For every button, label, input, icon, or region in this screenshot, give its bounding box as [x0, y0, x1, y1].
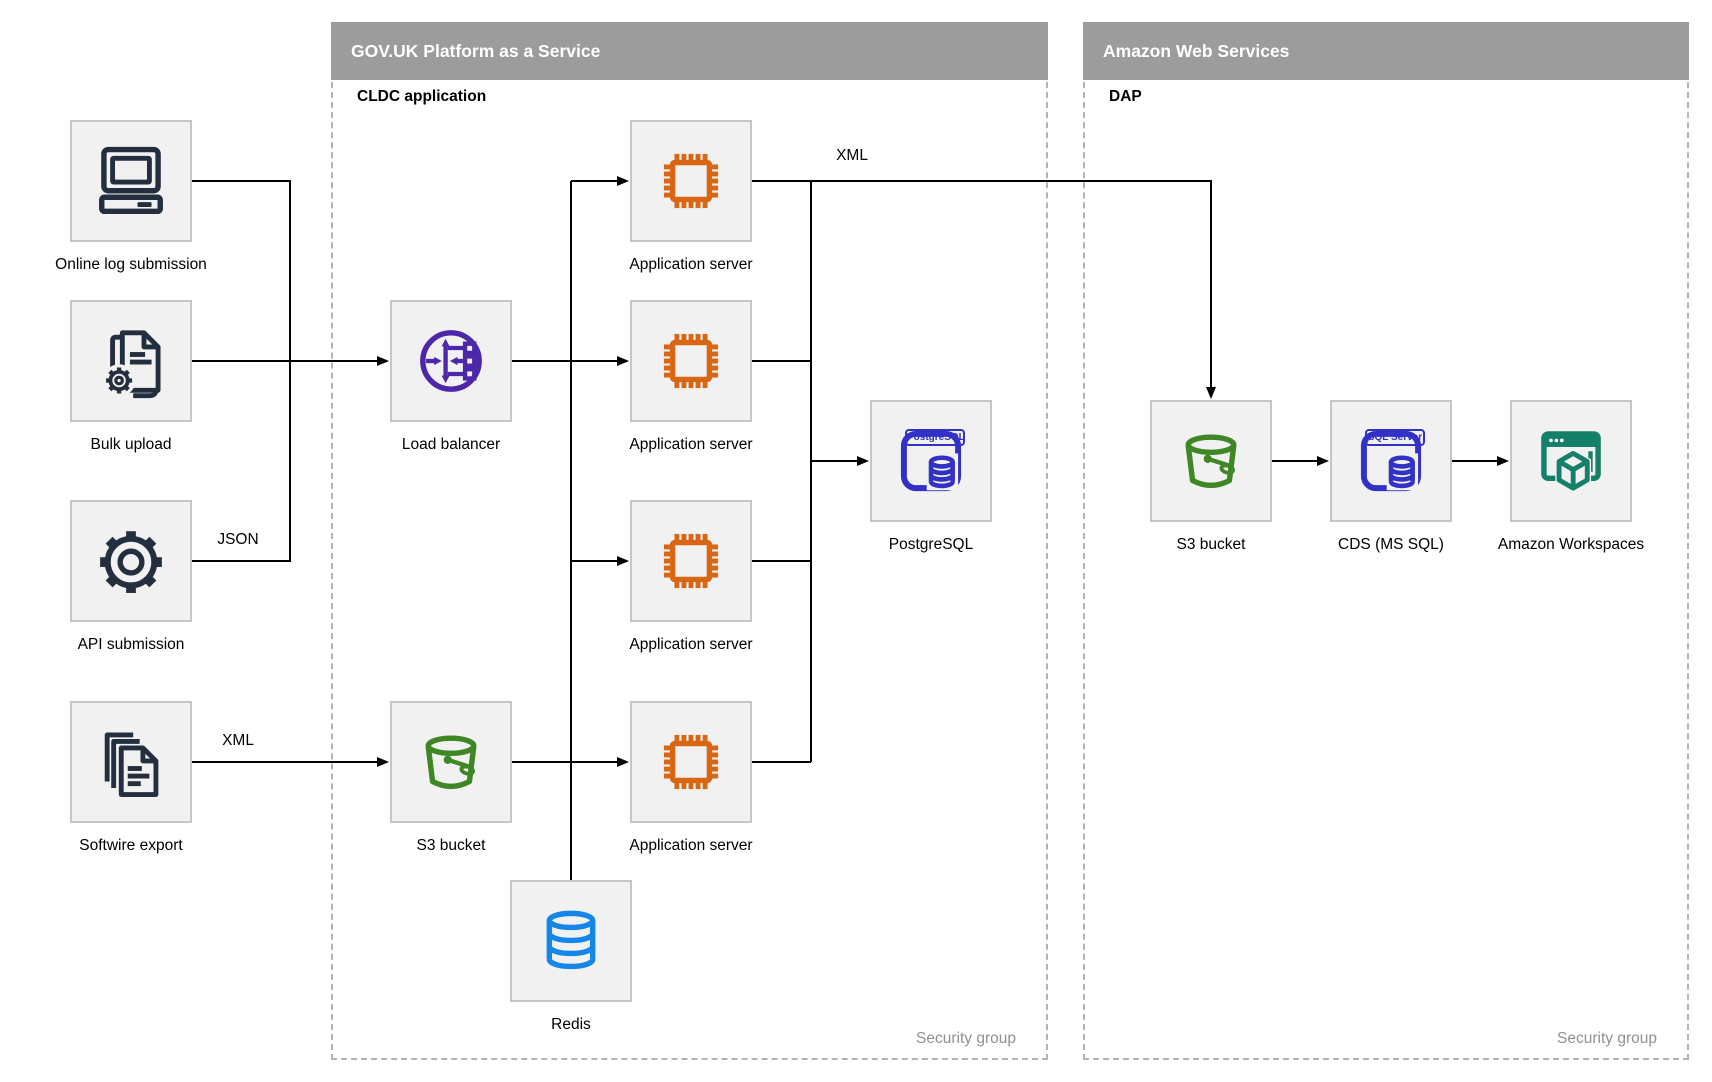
- node-s3-bucket-aws[interactable]: S3 bucket: [1150, 400, 1272, 553]
- node-postgresql[interactable]: PostgreSQL PostgreSQL: [870, 400, 992, 553]
- node-application-server-3[interactable]: Application server: [629, 500, 753, 653]
- node-application-server-1[interactable]: Application server: [629, 120, 753, 273]
- node-label: Softwire export: [79, 837, 183, 854]
- cldc-application-label: CLDC application: [357, 88, 487, 105]
- govuk-security-group-label: Security group: [916, 1030, 1016, 1047]
- node-bulk-upload[interactable]: Bulk upload: [70, 300, 192, 453]
- postgresql-badge: PostgreSQL: [905, 429, 965, 446]
- dap-label: DAP: [1109, 88, 1142, 105]
- node-label: CDS (MS SQL): [1338, 536, 1444, 553]
- node-application-server-4[interactable]: Application server: [629, 701, 753, 854]
- bucket-icon: [1185, 434, 1237, 489]
- chip-icon: [663, 734, 719, 790]
- json-edge-label: JSON: [217, 531, 259, 548]
- documents-stack-icon: [104, 732, 159, 797]
- chip-icon: [663, 333, 719, 389]
- node-load-balancer[interactable]: Load balancer: [390, 300, 512, 453]
- container-govuk-paas: GOV.UK Platform as a Service CLDC applic…: [331, 22, 1048, 1060]
- govuk-paas-title: GOV.UK Platform as a Service: [351, 40, 601, 61]
- workspaces-icon: [1541, 431, 1601, 493]
- aws-title: Amazon Web Services: [1103, 40, 1290, 61]
- node-application-server-2[interactable]: Application server: [629, 300, 753, 453]
- node-s3-bucket-paas[interactable]: S3 bucket: [390, 701, 512, 854]
- node-label: Application server: [629, 636, 753, 653]
- sql-server-badge: SQL Server: [1365, 429, 1425, 446]
- gear-icon: [100, 531, 162, 593]
- xml-edge-label-softwire: XML: [222, 732, 254, 749]
- node-softwire-export[interactable]: Softwire export: [70, 701, 192, 854]
- govuk-paas-header: GOV.UK Platform as a Service: [331, 22, 1048, 80]
- node-label: Application server: [629, 436, 753, 453]
- document-gear-icon: [102, 330, 161, 399]
- node-label: S3 bucket: [416, 837, 486, 854]
- node-label: PostgreSQL: [888, 536, 974, 553]
- bucket-icon: [425, 735, 477, 790]
- node-label: Application server: [629, 256, 753, 273]
- container-aws: Amazon Web Services DAP Security group: [1083, 22, 1689, 1060]
- node-redis[interactable]: Redis: [510, 880, 632, 1033]
- node-api-submission[interactable]: API submission: [70, 500, 192, 653]
- node-label: Bulk upload: [90, 436, 172, 453]
- node-label: Amazon Workspaces: [1497, 536, 1645, 553]
- node-label: API submission: [77, 636, 185, 653]
- node-label: S3 bucket: [1176, 536, 1246, 553]
- sql-server-icon: [1360, 430, 1422, 492]
- postgresql-icon: [900, 430, 962, 492]
- load-balancer-icon: [420, 330, 482, 392]
- node-label: Application server: [629, 837, 753, 854]
- chip-icon: [663, 153, 719, 209]
- aws-header: Amazon Web Services: [1083, 22, 1689, 80]
- computer-icon: [99, 146, 163, 215]
- database-icon: [546, 910, 596, 970]
- aws-security-group-label: Security group: [1557, 1030, 1657, 1047]
- node-label: Redis: [551, 1016, 591, 1033]
- chip-icon: [663, 533, 719, 589]
- node-online-log-submission[interactable]: Online log submission: [55, 120, 207, 273]
- node-label: Online log submission: [55, 256, 207, 273]
- node-cds-ms-sql[interactable]: SQL Server CDS (MS SQL): [1330, 400, 1452, 553]
- node-label: Load balancer: [401, 436, 501, 453]
- xml-edge-label-dap: XML: [836, 147, 868, 164]
- node-amazon-workspaces[interactable]: Amazon Workspaces: [1498, 400, 1644, 553]
